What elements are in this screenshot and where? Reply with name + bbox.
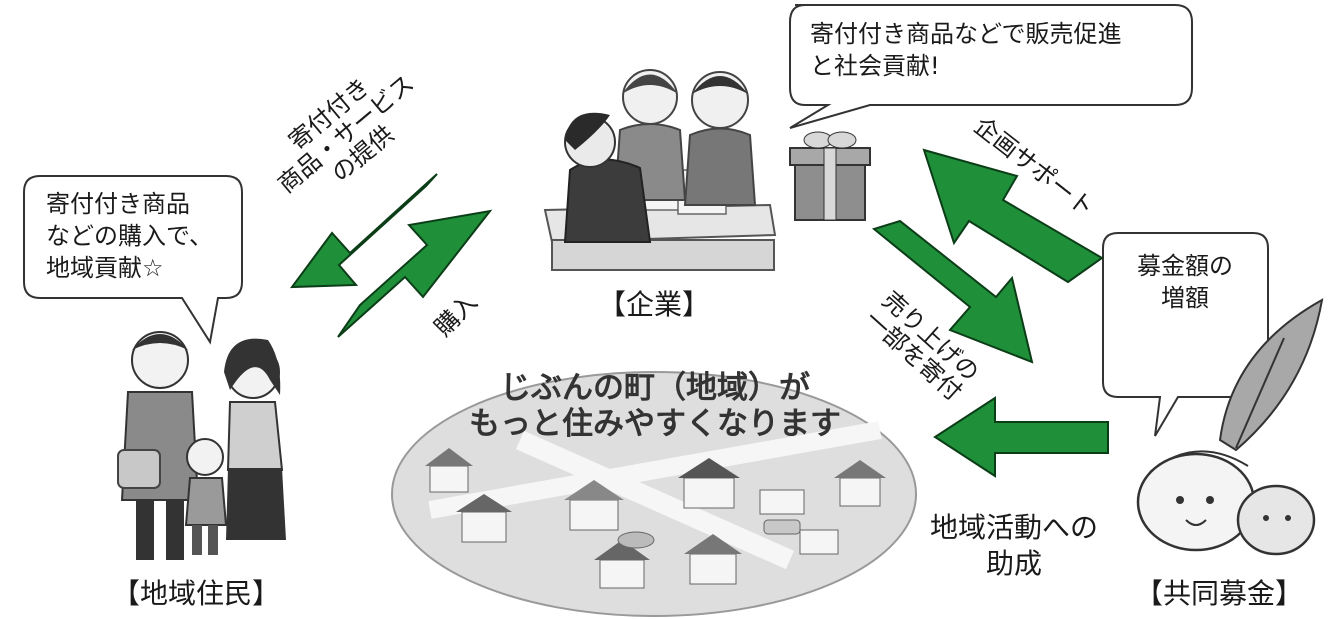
residents-bubble-line-3: 地域貢献☆ (46, 254, 164, 282)
arrow-label-grant: 地域活動への 助成 (930, 510, 1098, 582)
gift-box-icon (789, 131, 871, 221)
fund-bubble (1102, 232, 1269, 437)
fund-bubble-line-1: 募金額の (1137, 252, 1233, 280)
arrow-grant (933, 396, 1109, 478)
company-bubble-line-2: と社会貢献! (810, 52, 940, 80)
residents-bubble-line-1: 寄付付き商品 (46, 190, 190, 218)
fund-bubble-text: 募金額の 増額 (1118, 250, 1252, 314)
residents-label: 【地域住民】 (112, 577, 281, 610)
company-label: 【企業】 (598, 288, 711, 321)
arrow-label-grant-line-2: 助成 (986, 547, 1043, 580)
company-illustration (543, 69, 777, 271)
town-title-line-1: じぶんの町（地域）が (500, 370, 810, 406)
arrow-provide (289, 173, 438, 289)
arrow-label-grant-line-1: 地域活動への (930, 511, 1099, 544)
residents-bubble-text: 寄付付き商品 などの購入で、 地域貢献☆ (46, 188, 213, 284)
company-bubble-text: 寄付付き商品などで販売促進 と社会貢献! (810, 18, 1122, 82)
arrow-purchase (337, 209, 493, 338)
town-illustration (391, 371, 917, 617)
residents-illustration (117, 331, 286, 560)
arrow-donate-part (871, 219, 1034, 364)
arrow-planning-support (922, 148, 1104, 284)
fund-mascot-illustration (1136, 298, 1324, 556)
fund-label: 【共同募金】 (1135, 577, 1304, 610)
company-bubble-line-1: 寄付付き商品などで販売促進 (810, 20, 1122, 48)
town-title-line-2: もっと住みやすくなります (469, 406, 841, 442)
residents-bubble-line-2: などの購入で、 (46, 222, 214, 250)
residents-bubble (23, 175, 243, 345)
company-bubble (789, 4, 1193, 129)
fund-bubble-line-2: 増額 (1161, 284, 1209, 312)
